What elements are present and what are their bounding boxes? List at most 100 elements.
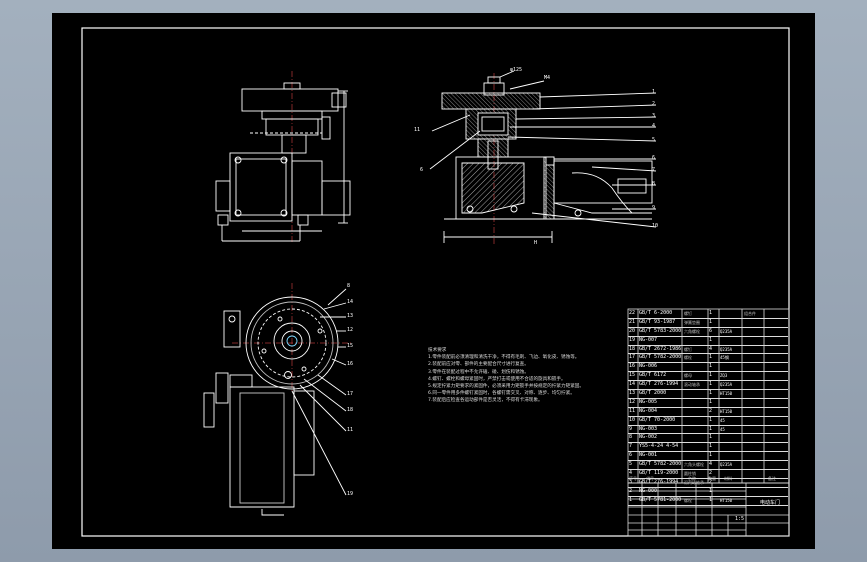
bom-cell: ZQ3 — [720, 373, 728, 379]
bom-cell: 16 — [629, 363, 636, 370]
callout: 15 — [347, 343, 354, 349]
note-line: 3.零件在装配过程中不允许磕、碰、划伤和锈蚀。 — [428, 369, 529, 375]
bom-cell: 45 — [720, 417, 725, 423]
bom-header-cell: 代号 — [646, 476, 654, 481]
technical-notes: 技术要求 1.零件装配前必须清理和清洗干净，不得有毛刺、飞边、氧化皮、锈蚀等。 … — [428, 347, 603, 405]
bom-cell: 1 — [709, 372, 713, 379]
callout: 2 — [652, 101, 656, 107]
bom-cell: GB/T 2000 — [639, 390, 667, 397]
bom-header-cell: 名称 — [688, 476, 696, 481]
callout: 6 — [652, 155, 656, 161]
bom-cell: NG-002 — [639, 434, 658, 441]
note-line: 5.规定拧紧力矩要求的紧固件，必须采用力矩扳手并按规定的拧紧力矩紧固。 — [428, 384, 584, 390]
bom-cell: 12 — [629, 398, 636, 405]
section-top-label: φ125 — [510, 67, 523, 73]
bom-cell: 22 — [629, 310, 636, 316]
bom-cell: NG-006 — [639, 363, 658, 370]
bom-cell: Q235A — [720, 382, 733, 388]
section-view — [429, 70, 657, 245]
section-left-callout: 11 — [414, 127, 421, 133]
bom-cell: GB/T 5782-2000 — [639, 461, 682, 468]
note-line: 6.同一零件用多件螺钉紧固时，各螺钉需交叉、对称、逐步、均匀拧紧。 — [428, 391, 575, 397]
bom-row: 2 NG-000 1 — [628, 488, 788, 497]
section-right-label: M4 — [544, 75, 551, 81]
note-line: 7.装配后应检查各运动部件是否灵活，不得有卡滞现象。 — [428, 398, 543, 404]
bom-cell: 1 — [709, 487, 713, 494]
drawing-sheet: φ125 M4 11 6 H 1 2 3 4 5 6 7 8 9 10 8 14… — [52, 13, 815, 549]
bom-cell: 1 — [709, 443, 713, 450]
bom-cell: 8 — [629, 434, 633, 441]
bom-cell: 45钢 — [720, 355, 729, 361]
notes-heading: 技术要求 — [428, 348, 447, 353]
bom-cell: 4 — [709, 345, 713, 352]
bom-cell: 六角螺栓 — [684, 328, 700, 334]
bom-cell: GB/T 276-1994 — [639, 381, 679, 388]
callout: 18 — [347, 407, 354, 413]
bom-cell: 2 — [709, 407, 713, 414]
bom-cell: Q235A — [720, 328, 733, 334]
top-view — [203, 283, 352, 516]
bom-header-cell: 材料 — [724, 476, 732, 481]
bom-cell: Q235A — [720, 462, 733, 468]
bom-cell: HT150 — [720, 497, 733, 503]
bom-cell: 4 — [629, 470, 633, 477]
bom-cell: 螺钉 — [684, 311, 692, 316]
bom-cell: YS5-4-24 4-54 — [639, 443, 679, 450]
bom-cell: 1 — [709, 363, 713, 370]
bom-cell: 21 — [629, 318, 636, 325]
bom-cell: 4 — [709, 461, 713, 468]
bom-header: 序号 代号 名称 数量 材料 备注 — [628, 475, 788, 483]
bom-cell: 2 — [709, 470, 713, 477]
bom-cell: 2 — [629, 487, 633, 494]
bom-cell: GB/T 5781-2000 — [639, 496, 682, 503]
bom-cell: HT150 — [720, 408, 733, 414]
bom-cell: NG-004 — [639, 407, 658, 414]
bom-cell: GB/T 6-2000 — [639, 310, 673, 316]
note-line: 4.螺钉、螺栓和螺母紧固时，严禁打击或使用不合适的旋具和扳手。 — [428, 376, 566, 382]
bom-cell: Q235A — [720, 346, 733, 352]
callout: 3 — [652, 113, 656, 119]
bom-cell: 1 — [709, 336, 713, 343]
bom-cell: NG-000 — [639, 487, 658, 494]
bom-cell: 9 — [629, 425, 633, 432]
callout: 10 — [652, 223, 659, 229]
bom-cell: 14 — [629, 381, 636, 388]
callout: 8 — [652, 181, 656, 187]
bom-cell: 1 — [709, 381, 713, 388]
callout: 19 — [347, 491, 354, 497]
bom-cell: GB/T 5783-2000 — [639, 327, 682, 334]
bom-cell: 1 — [709, 398, 713, 405]
bom-cell: 1 — [709, 452, 713, 459]
bom-cell: 弹簧垫圈 — [684, 319, 700, 325]
bom-cell: 13 — [629, 390, 636, 397]
bom-cell: GB/T 93-1987 — [639, 318, 676, 325]
bom-cell: 19 — [629, 336, 636, 343]
note-line: 1.零件装配前必须清理和清洗干净，不得有毛刺、飞边、氧化皮、锈蚀等。 — [428, 355, 580, 361]
bom-cell: 螺栓 — [684, 497, 692, 503]
bom-header-cell: 备注 — [768, 476, 776, 481]
note-line: 2.装配前应对零、部件的主要配合尺寸进行复查。 — [428, 362, 529, 368]
callout: 9 — [652, 205, 656, 211]
bom-cell: 1 — [709, 434, 713, 441]
callout: 8 — [347, 283, 351, 289]
callout: 14 — [347, 299, 354, 305]
bom-cell: NG-005 — [639, 398, 658, 405]
bom-cell: 螺母 — [684, 373, 692, 379]
callout: 11 — [347, 427, 354, 433]
bom-cell: 2 — [709, 478, 713, 485]
bom-cell: GB/T 6172 — [639, 372, 667, 379]
bom-cell: GB/T 2672-1986 — [639, 345, 682, 352]
bom-cell: 1 — [709, 310, 713, 316]
